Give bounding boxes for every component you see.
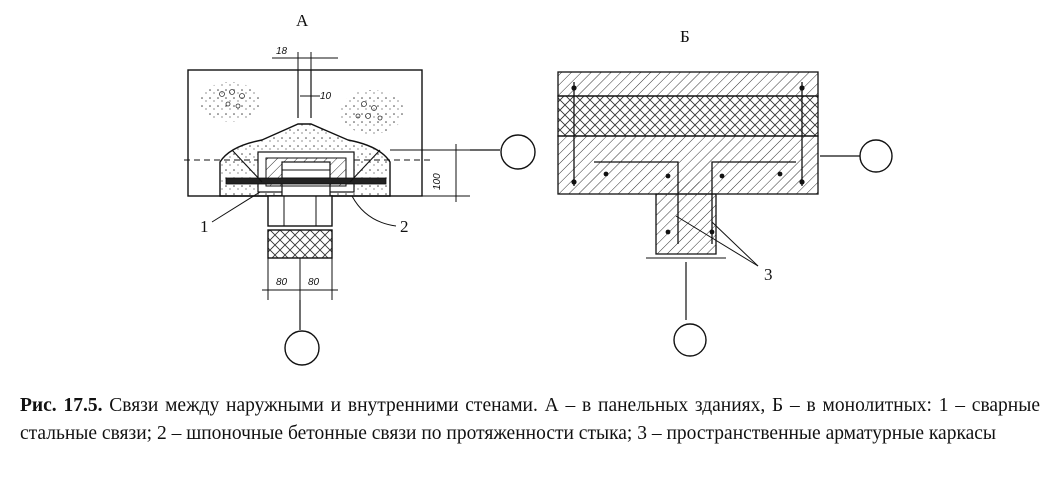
callout-1: 1 [200,217,209,236]
inner-wall-section [267,229,333,259]
aggregate-blob-right [340,90,404,134]
callout-3: 3 [764,265,773,284]
axis-marker-a-right [500,134,536,170]
caption-text: Связи между наружными и внутренними стен… [20,395,1040,444]
dim-top-gap: 18 [276,46,288,57]
panel-b: Б 3 [557,27,893,357]
rebar-dots [571,85,805,235]
aggregate-blob-left [200,82,260,122]
inner-wall-stem [267,195,333,227]
welded-steel-tie [225,177,387,185]
dim-inner-gap: 10 [320,91,332,102]
panel-b-letter: Б [680,27,690,46]
outer-wall-insulation [557,95,819,137]
panel-a: А 18 10 [184,11,536,366]
aggregate-marks [219,89,383,121]
dim-height: 100 [432,173,443,190]
figure-caption: Рис. 17.5. Связи между наружными и внутр… [20,392,1040,448]
outer-wall-outer-layer [557,71,819,97]
figure: А 18 10 [184,11,893,366]
axis-marker-b-bottom [673,323,707,357]
inner-wall-monolithic [655,193,717,255]
axis-marker-b-right [859,139,893,173]
panel-a-letter: А [296,11,309,30]
dim-left-width: 80 [276,277,288,288]
axis-marker-a-bottom [284,330,320,366]
dim-right-width: 80 [308,277,320,288]
figure-number: Рис. 17.5. [20,395,103,416]
callout-2: 2 [400,217,409,236]
